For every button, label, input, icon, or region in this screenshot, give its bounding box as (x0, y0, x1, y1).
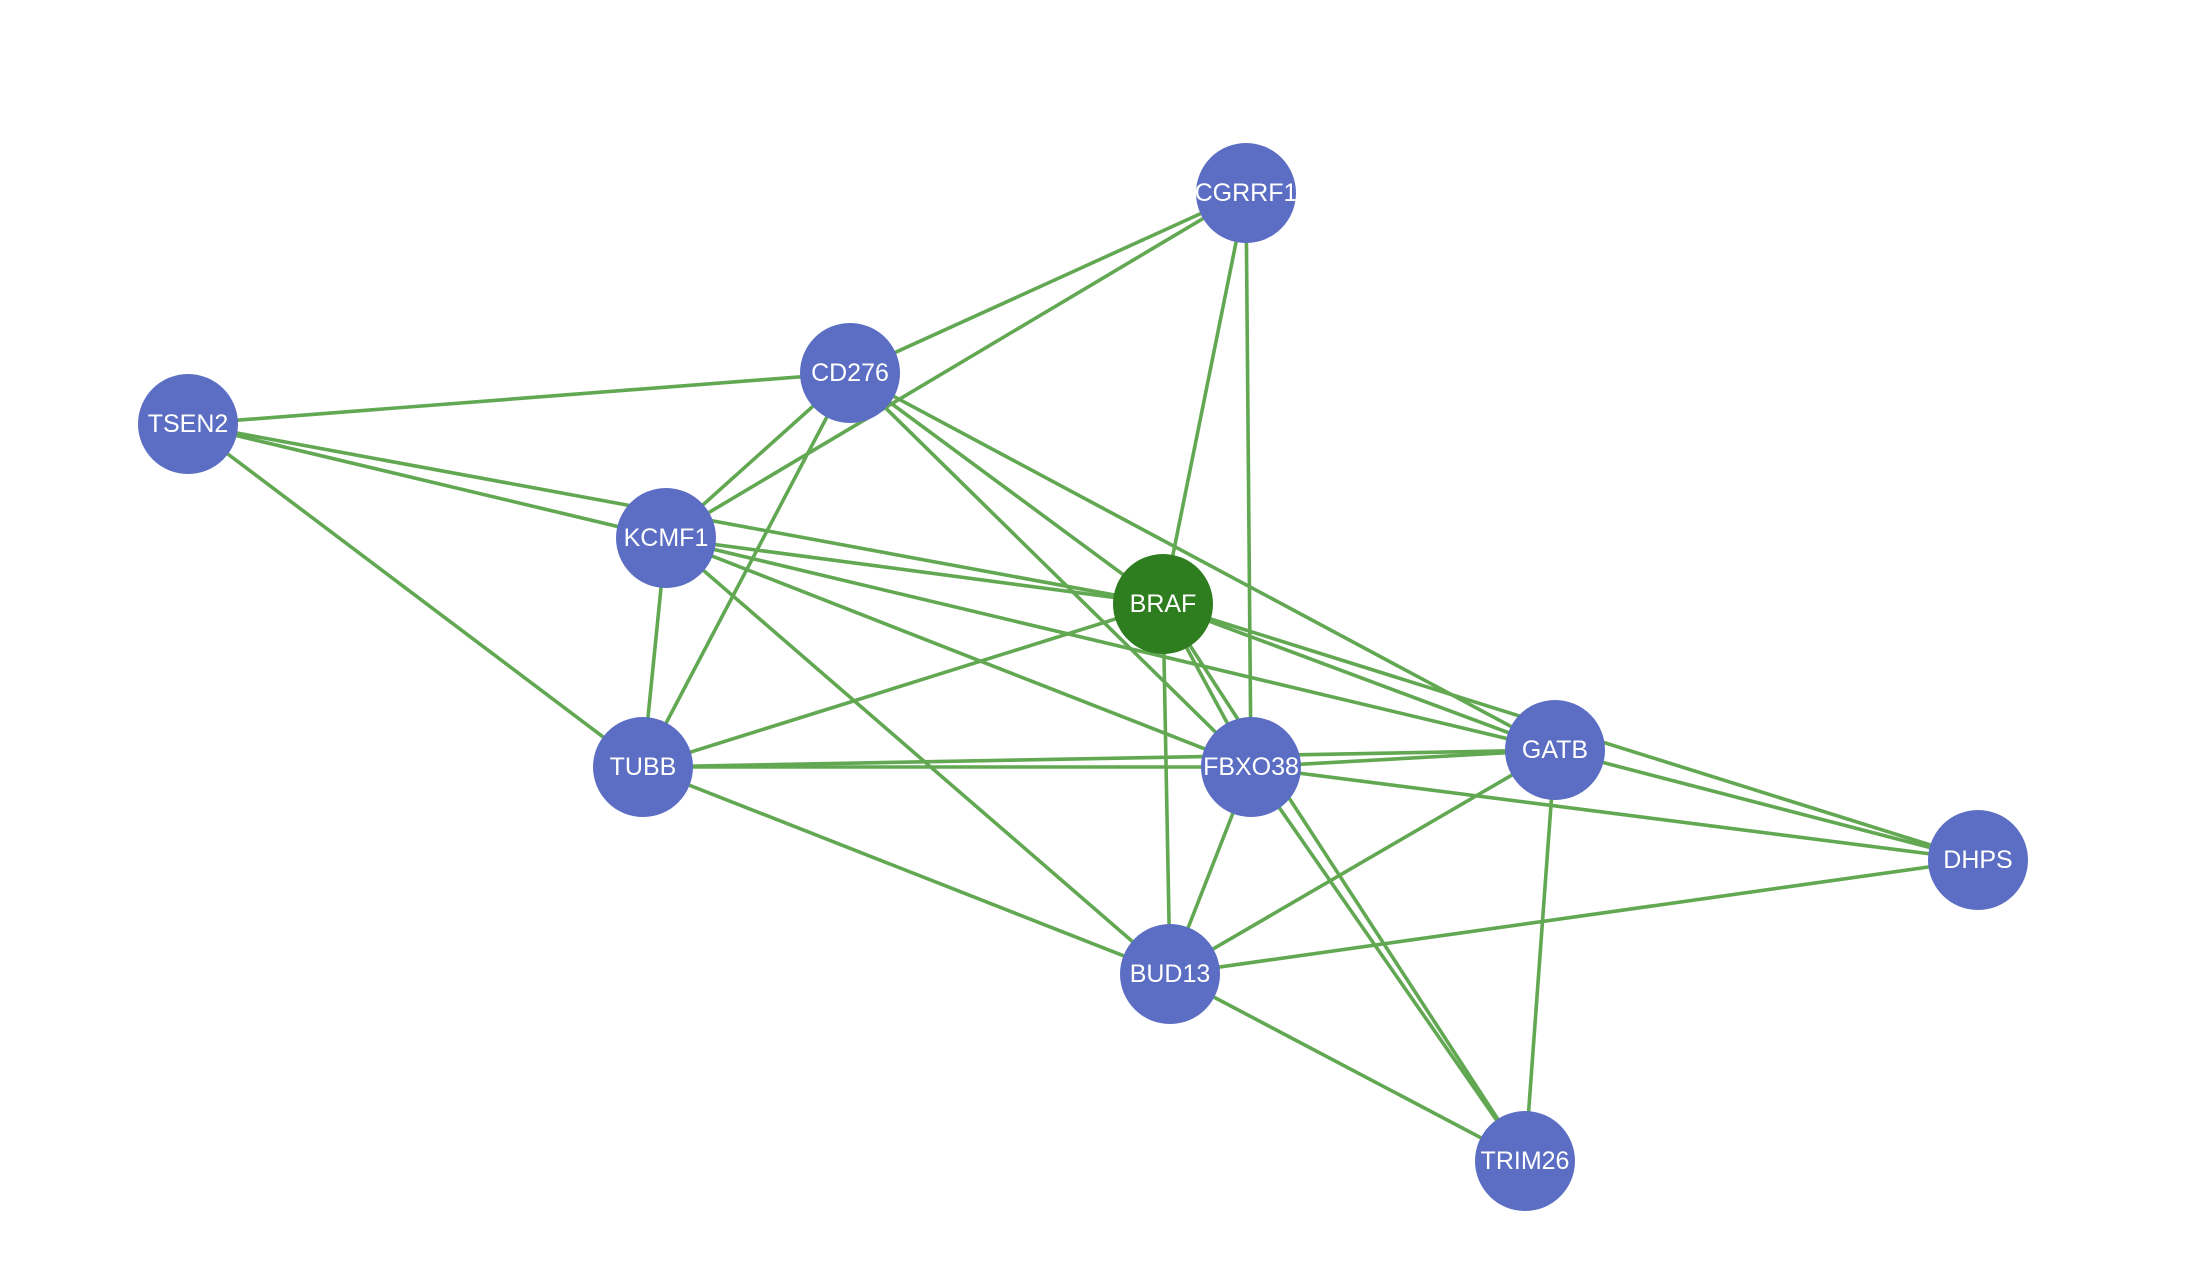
node-label: DHPS (1943, 846, 2012, 874)
node-circle[interactable] (1475, 1111, 1575, 1211)
node-circle[interactable] (1196, 143, 1296, 243)
edge-fbxo38-gatb (1250, 748, 1556, 769)
node-circle[interactable] (1120, 924, 1220, 1024)
edge-fbxo38-dhps (1250, 765, 1979, 862)
edge-kcmf1-fbxo38 (665, 536, 1252, 769)
node-cgrrf1[interactable]: CGRRF1 (1195, 143, 1298, 243)
edge-dhps-bud13 (1169, 858, 1979, 976)
node-kcmf1[interactable]: KCMF1 (616, 488, 716, 588)
edge-cgrrf1-fbxo38 (1244, 192, 1253, 768)
node-fbxo38[interactable]: FBXO38 (1201, 717, 1301, 817)
node-circle[interactable] (593, 717, 693, 817)
node-cd276[interactable]: CD276 (800, 323, 900, 423)
edge-tsen2-kcmf1 (187, 422, 667, 540)
node-circle[interactable] (1201, 717, 1301, 817)
node-label: GATB (1522, 736, 1588, 764)
node-dhps[interactable]: DHPS (1928, 810, 2028, 910)
edge-cd276-braf (848, 371, 1165, 606)
edge-gatb-bud13 (1169, 748, 1556, 976)
edge-tubb-bud13 (642, 765, 1171, 976)
edge-gatb-dhps (1554, 748, 1979, 862)
node-bud13[interactable]: BUD13 (1120, 924, 1220, 1024)
node-label: BRAF (1130, 590, 1197, 618)
node-label: KCMF1 (624, 524, 709, 552)
node-circle[interactable] (138, 374, 238, 474)
edge-kcmf1-bud13 (664, 536, 1172, 976)
edge-braf-tubb (642, 602, 1164, 769)
edge-gatb-trim26 (1523, 749, 1557, 1162)
edges-layer (186, 191, 1979, 1163)
edge-fbxo38-trim26 (1249, 765, 1527, 1163)
node-braf[interactable]: BRAF (1113, 554, 1213, 654)
edge-kcmf1-gatb (665, 536, 1556, 752)
edge-cd276-tsen2 (187, 371, 851, 426)
node-tubb[interactable]: TUBB (593, 717, 693, 817)
edge-tubb-gatb (642, 748, 1556, 769)
edge-braf-trim26 (1161, 603, 1527, 1162)
edge-braf-gatb (1162, 602, 1556, 752)
edge-cgrrf1-braf (1161, 192, 1248, 605)
node-label: BUD13 (1130, 960, 1211, 988)
node-label: FBXO38 (1203, 753, 1299, 781)
node-circle[interactable] (800, 323, 900, 423)
node-label: CGRRF1 (1195, 179, 1298, 207)
edge-tsen2-tubb (186, 422, 645, 769)
node-label: CD276 (811, 359, 889, 387)
node-trim26[interactable]: TRIM26 (1475, 1111, 1575, 1211)
edge-kcmf1-braf (665, 536, 1164, 606)
node-gatb[interactable]: GATB (1505, 700, 1605, 800)
node-label: TSEN2 (148, 410, 229, 438)
node-circle[interactable] (1113, 554, 1213, 654)
node-circle[interactable] (1928, 810, 2028, 910)
node-label: TRIM26 (1481, 1147, 1570, 1175)
edge-cgrrf1-cd276 (849, 191, 1247, 375)
edge-braf-bud13 (1161, 603, 1172, 975)
node-circle[interactable] (616, 488, 716, 588)
edge-cd276-fbxo38 (848, 371, 1253, 769)
edge-cd276-gatb (849, 371, 1556, 752)
node-circle[interactable] (1505, 700, 1605, 800)
node-tsen2[interactable]: TSEN2 (138, 374, 238, 474)
node-label: TUBB (610, 753, 677, 781)
edge-cgrrf1-kcmf1 (665, 191, 1247, 540)
edge-bud13-trim26 (1169, 972, 1526, 1163)
